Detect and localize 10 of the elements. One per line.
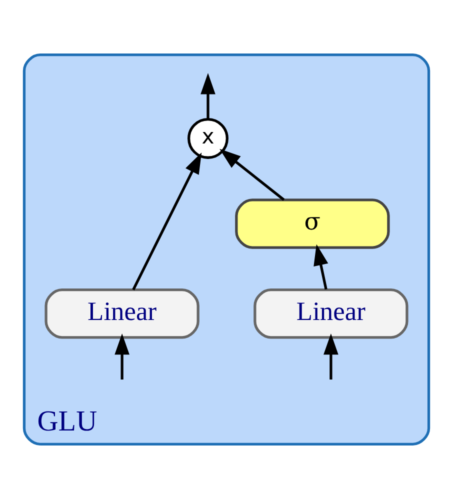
arrow (324, 333, 338, 380)
node-box: σ (235, 198, 390, 248)
arrow (132, 152, 202, 290)
arrow (314, 244, 328, 290)
arrow (114, 333, 130, 380)
node-box: Linear (44, 288, 200, 338)
arrow (220, 148, 285, 200)
node-circle: x (188, 117, 228, 158)
node-box: Linear (254, 288, 408, 338)
arrow (200, 72, 216, 118)
